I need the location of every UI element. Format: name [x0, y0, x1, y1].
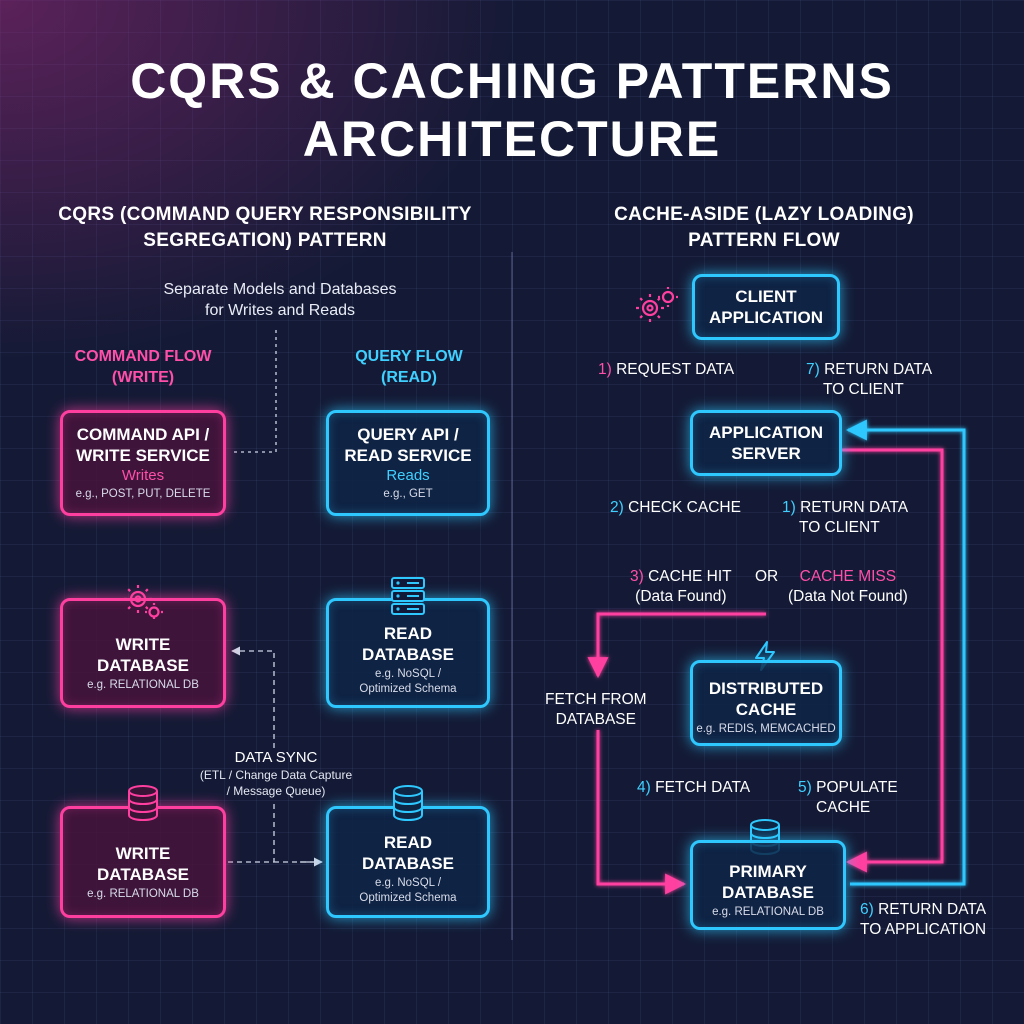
query-api-node[interactable]: QUERY API / READ SERVICE Reads e.g., GET [326, 410, 490, 516]
cache-hit-label: 3) CACHE HIT (Data Found) [630, 568, 732, 605]
fetch-from-database-label: FETCH FROM DATABASE [545, 691, 647, 728]
data-sync-label: DATA SYNC (ETL / Change Data Capture / M… [199, 749, 353, 798]
step-fetch-data-label: 4) FETCH DATA [637, 779, 751, 796]
step-return-to-client-label: 7) RETURN DATA TO CLIENT [806, 361, 933, 398]
command-flow-title: COMMAND FLOW (WRITE) [74, 348, 212, 386]
step-return-to-application-label: 6) RETURN DATA TO APPLICATION [860, 901, 987, 938]
cache-miss-label: CACHE MISS (Data Not Found) [788, 568, 908, 605]
or-label: OR [755, 568, 779, 585]
database-icon [393, 785, 423, 822]
arrow-return-to-application [845, 419, 966, 886]
distributed-cache-node[interactable]: DISTRIBUTED CACHE e.g. REDIS, MEMCACHED [690, 660, 842, 746]
step-return-data-label: 1) RETURN DATA TO CLIENT [782, 499, 909, 536]
step-request-data-label: 1) REQUEST DATA [598, 361, 735, 378]
arrow-fetch-from-database [587, 612, 766, 679]
arrow-server-to-primary [842, 448, 944, 873]
primary-database-node[interactable]: PRIMARY DATABASE e.g. RELATIONAL DB [690, 840, 846, 930]
server-rack-icon [391, 577, 425, 615]
write-database-node[interactable]: WRITE DATABASE e.g. RELATIONAL DB [60, 598, 226, 708]
step-populate-cache-label: 5) POPULATE CACHE [798, 779, 898, 816]
client-application-node[interactable]: CLIENT APPLICATION [692, 274, 840, 340]
gears-icon [636, 287, 678, 322]
arrow-fetch-to-primary [596, 730, 687, 895]
database-icon [128, 785, 158, 822]
command-api-node[interactable]: COMMAND API / WRITE SERVICE Writes e.g.,… [60, 410, 226, 516]
step-check-cache-label: 2) CHECK CACHE [610, 499, 741, 516]
read-database-node-secondary[interactable]: READ DATABASE e.g. NoSQL / Optimized Sch… [326, 806, 490, 918]
main-title-line1: CQRS & CACHING PATTERNS [130, 53, 894, 109]
main-title-line2: ARCHITECTURE [302, 111, 722, 167]
application-server-node[interactable]: APPLICATION SERVER [690, 410, 842, 476]
cqrs-note: Separate Models and Databases for Writes… [163, 281, 397, 319]
gears-icon [124, 585, 163, 619]
read-database-node[interactable]: READ DATABASE e.g. NoSQL / Optimized Sch… [326, 598, 490, 708]
cqrs-section-title: CQRS (COMMAND QUERY RESPONSIBILITY SEGRE… [58, 204, 472, 251]
cache-section-title: CACHE-ASIDE (LAZY LOADING) PATTERN FLOW [614, 204, 914, 251]
write-database-node-secondary[interactable]: WRITE DATABASE e.g. RELATIONAL DB [60, 806, 226, 918]
note-connector [232, 330, 277, 453]
query-flow-title: QUERY FLOW (READ) [355, 348, 463, 386]
